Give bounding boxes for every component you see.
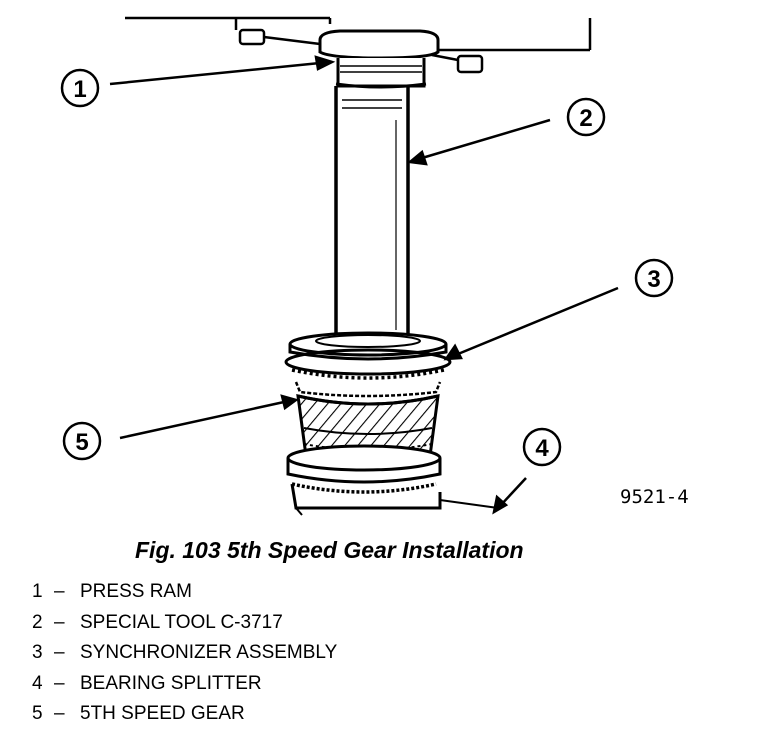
legend-dash: – (54, 672, 65, 694)
gear-installation-illustration: 1 2 3 4 5 9521-4 (60, 16, 689, 516)
figure-caption: Fig. 103 5th Speed Gear Installation (135, 537, 524, 563)
legend-item: 2–SPECIAL TOOL C-3717 (32, 608, 337, 639)
bearing-splitter (286, 444, 499, 516)
legend-dash: – (54, 703, 65, 724)
press-frame (125, 16, 592, 74)
legend-item: 4–BEARING SPLITTER (32, 669, 337, 700)
legend-number: 3 (32, 642, 43, 663)
legend-dash: – (54, 611, 65, 633)
callout-2: 2 (566, 97, 606, 137)
press-ram (318, 29, 440, 89)
legend-item: 1–PRESS RAM (32, 577, 337, 608)
legend-dash: – (54, 642, 65, 663)
svg-text:3: 3 (647, 266, 660, 293)
legend-text: SYNCHRONIZER ASSEMBLY (80, 642, 338, 663)
legend-list: 1–PRESS RAM 2–SPECIAL TOOL C-3717 3–SYNC… (32, 577, 337, 730)
legend-dash: – (54, 581, 65, 602)
callout-5: 5 (62, 421, 102, 461)
legend-number: 5 (32, 703, 43, 724)
callout-1: 1 (60, 68, 100, 108)
legend-number: 1 (32, 581, 43, 602)
callout-4: 4 (522, 427, 562, 467)
svg-text:4: 4 (535, 435, 549, 462)
legend-text: BEARING SPLITTER (80, 672, 262, 694)
legend-item: 3–SYNCHRONIZER ASSEMBLY (32, 638, 337, 669)
legend-text: SPECIAL TOOL C-3717 (80, 611, 283, 633)
legend-number: 4 (32, 672, 43, 694)
svg-text:5: 5 (75, 429, 88, 456)
special-tool-c3717 (334, 86, 410, 336)
legend-text: 5TH SPEED GEAR (80, 703, 245, 724)
callout-leaders (109, 55, 619, 515)
legend-number: 2 (32, 611, 43, 633)
synchronizer-assembly (284, 331, 452, 398)
svg-text:1: 1 (73, 76, 86, 103)
legend-item: 5–5TH SPEED GEAR (32, 699, 337, 730)
figure-id: 9521-4 (620, 486, 689, 508)
svg-text:2: 2 (579, 105, 592, 132)
callout-3: 3 (634, 258, 674, 298)
legend-text: PRESS RAM (80, 581, 192, 602)
